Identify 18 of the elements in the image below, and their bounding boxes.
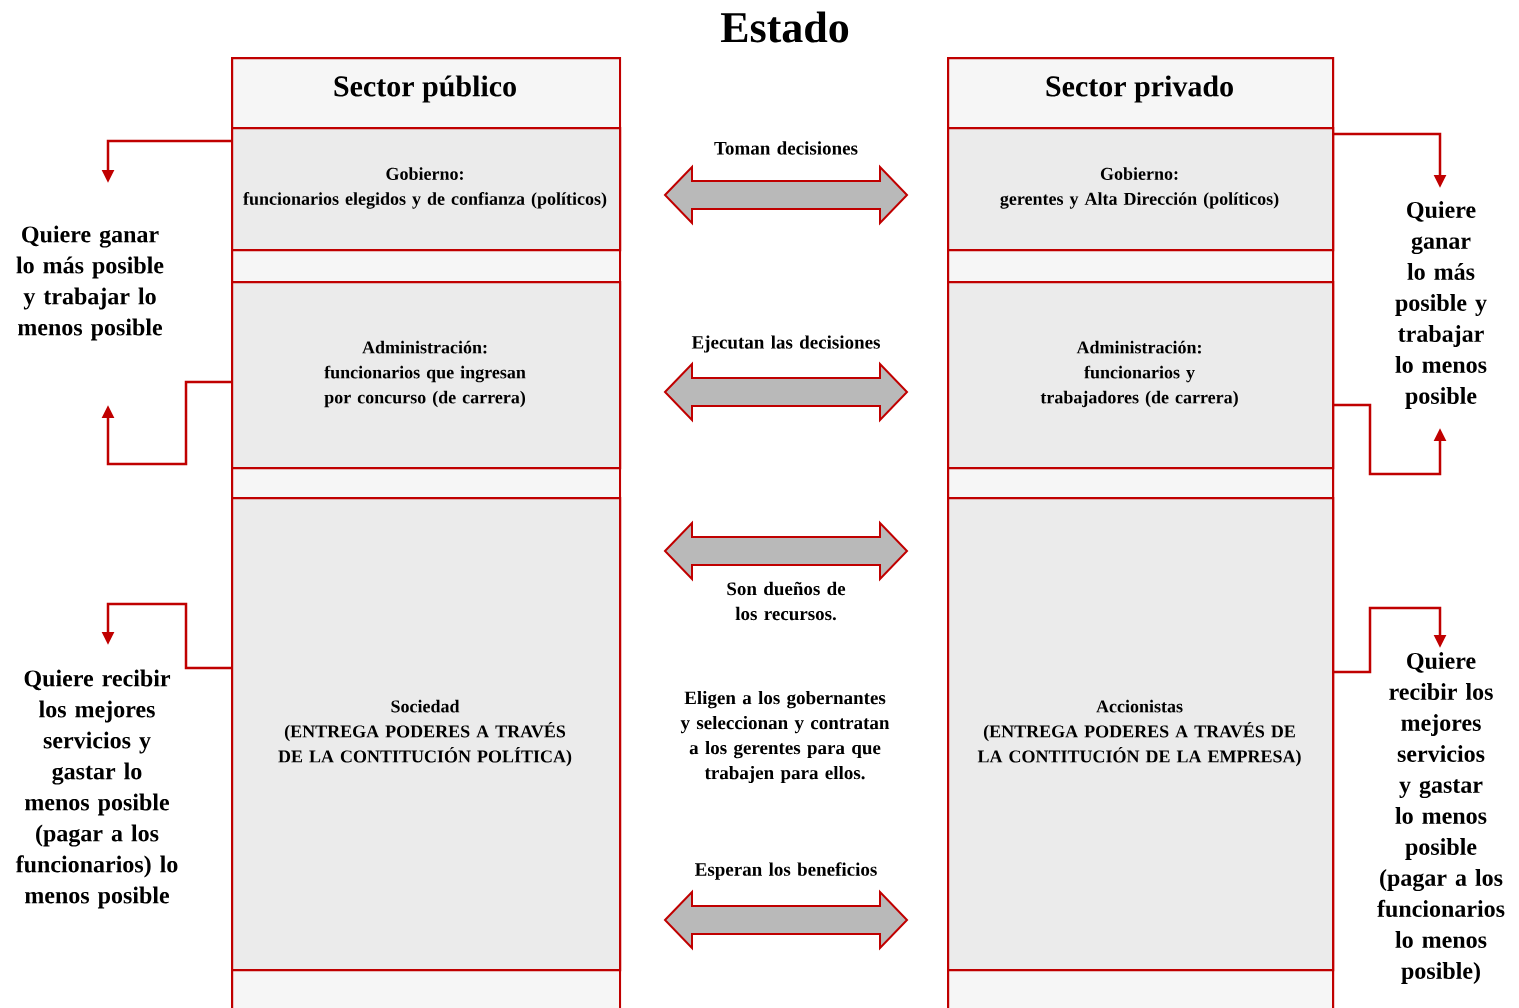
side-note: Quiere ganar lo más posible y trabajar lo menos posible [1395,201,1487,409]
side-note: Quiere recibir los mejores servicios y gastar lo menos posible (pagar a los funcionarios) lo menos posible [15,669,178,909]
elbow-arrow [101,380,231,466]
text-box: Gobierno: funcionarios elegidos y de confianza (políticos) [231,127,622,252]
text-box: Gobierno: gerentes y Alta Dirección (políticos) [947,127,1335,252]
text-box: Administración: funcionarios y trabajadores (de carrera) [947,281,1335,470]
text-box: Sociedad (ENTREGA PODERES A TRAVÉS DE LA CONTITUCIÓN POLÍTICA) [231,497,622,972]
text-box: Accionistas (ENTREGA PODERES A TRAVÉS DE LA CONTITUCIÓN DE LA EMPRESA) [947,497,1335,972]
side-note: Quiere ganar lo más posible y trabajar lo menos posible [16,225,164,341]
edge-label: Son dueños de los recursos. [727,581,846,621]
edge-label: Ejecutan las decisiones [691,335,880,353]
edge-label: Esperan los beneficios [695,862,877,880]
text-box: Administración: funcionarios que ingresan por concurso (de carrera) [231,281,622,470]
edge-label: Toman decisiones [714,141,858,155]
title: Estado [720,11,849,43]
note-text: Eligen a los gobernantes y seleccionan y contratan a los gerentes para que trabajen para ellos. [680,690,890,784]
side-note: Quiere recibir los mejores servicios y gastar lo menos posible (pagar a los funcionarios lo menos posible) [1377,652,1505,984]
elbow-arrow [1332,606,1447,674]
